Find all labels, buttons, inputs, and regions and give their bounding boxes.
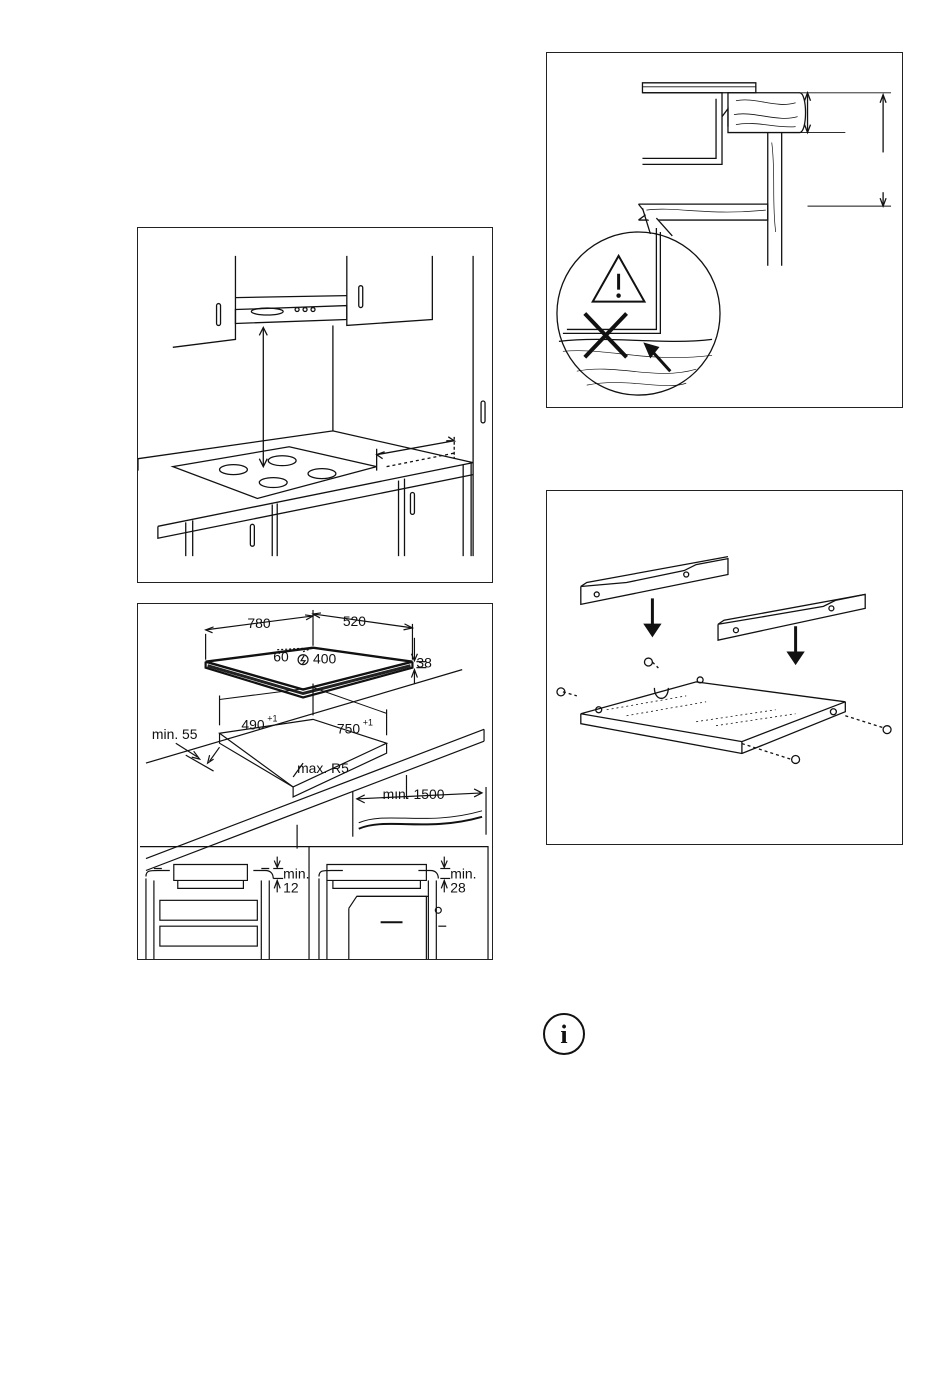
dim-hob-width: 780 xyxy=(247,615,270,631)
dim-max-radius: max. R5 xyxy=(297,760,349,776)
figure-protective-floor xyxy=(546,52,903,408)
info-glyph: i xyxy=(560,1020,567,1049)
dim-min-side: min. 55 xyxy=(152,726,198,742)
dim-cutout-depth: 490 xyxy=(241,716,264,732)
warning-triangle-icon xyxy=(593,257,645,303)
dim-min-cable: mın. 1500 xyxy=(383,786,445,802)
dim-connection-y: 400 xyxy=(313,651,336,667)
cross-icon xyxy=(585,315,627,359)
dim-cutout-width-tolerance: +1 xyxy=(363,717,373,727)
info-icon: i xyxy=(542,1012,586,1056)
dim-cutout-width: 750 xyxy=(337,720,360,736)
figure-cutout-dimensions: 780 520 38 60 400 490 +1 750 +1 min. 55 … xyxy=(137,603,493,960)
figure-bracket-assembly xyxy=(546,490,903,845)
dim-hob-height: 38 xyxy=(416,655,432,671)
dim-hob-depth: 520 xyxy=(343,613,366,629)
dim-min-gap-b-value: 28 xyxy=(450,879,466,895)
dim-cutout-depth-tolerance: +1 xyxy=(267,713,277,723)
dim-min-gap-a-value: 12 xyxy=(283,879,299,895)
dim-connection-x: 60 xyxy=(273,649,289,665)
figure-hood-clearance xyxy=(137,227,493,583)
